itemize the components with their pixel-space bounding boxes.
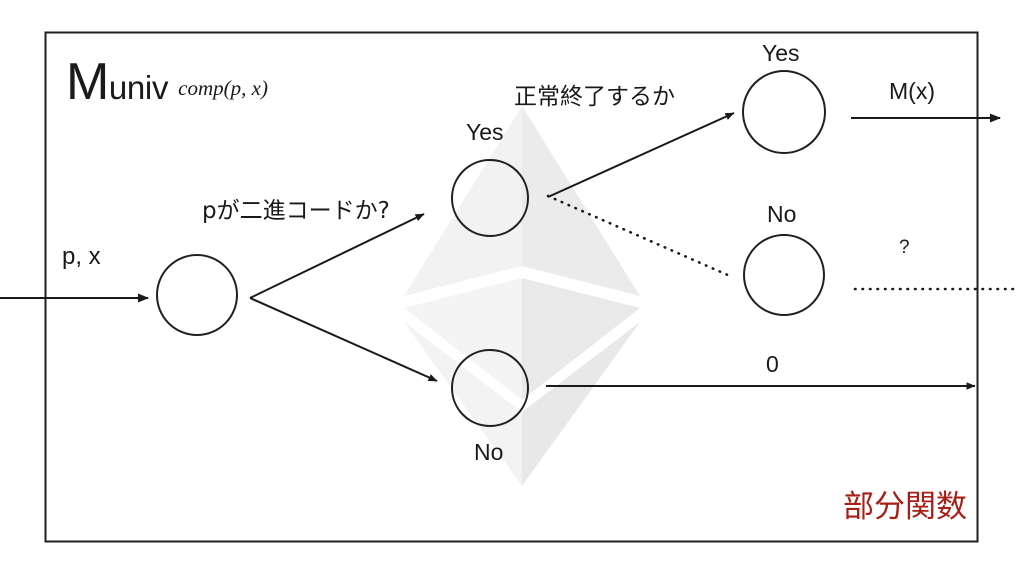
label-question-binary: pが二進コードか?	[202, 198, 390, 224]
label-output-zero: 0	[766, 351, 779, 377]
label-partial-function: 部分関数	[843, 489, 967, 525]
label-output-mx: M(x)	[889, 78, 935, 104]
node-binary-yes	[451, 159, 529, 237]
title-argument: comp(p, x)	[178, 76, 268, 100]
label-output-unknown: ?	[899, 237, 910, 258]
node-binary-no	[451, 349, 529, 427]
slide-frame	[44, 31, 979, 543]
edge-halts-yes	[547, 112, 735, 198]
label-no-right: No	[767, 201, 797, 227]
label-question-halts: 正常終了するか	[514, 84, 675, 110]
label-no-middle: No	[474, 439, 504, 465]
title-subscript: univ	[108, 69, 169, 106]
page-title: M univ comp(p, x)	[66, 52, 268, 112]
title-machine-symbol: M	[66, 53, 109, 111]
node-halts-no	[743, 234, 825, 316]
edge-no-branch	[249, 297, 438, 382]
label-input: p, x	[62, 243, 101, 270]
label-yes-middle: Yes	[466, 119, 504, 145]
edge-halts-no	[546, 194, 732, 278]
edge-yes-branch	[249, 213, 425, 299]
node-halts-yes	[742, 70, 826, 154]
node-start	[156, 254, 238, 336]
label-yes-top-right: Yes	[762, 40, 800, 66]
ethereum-diamond-icon	[404, 106, 640, 486]
